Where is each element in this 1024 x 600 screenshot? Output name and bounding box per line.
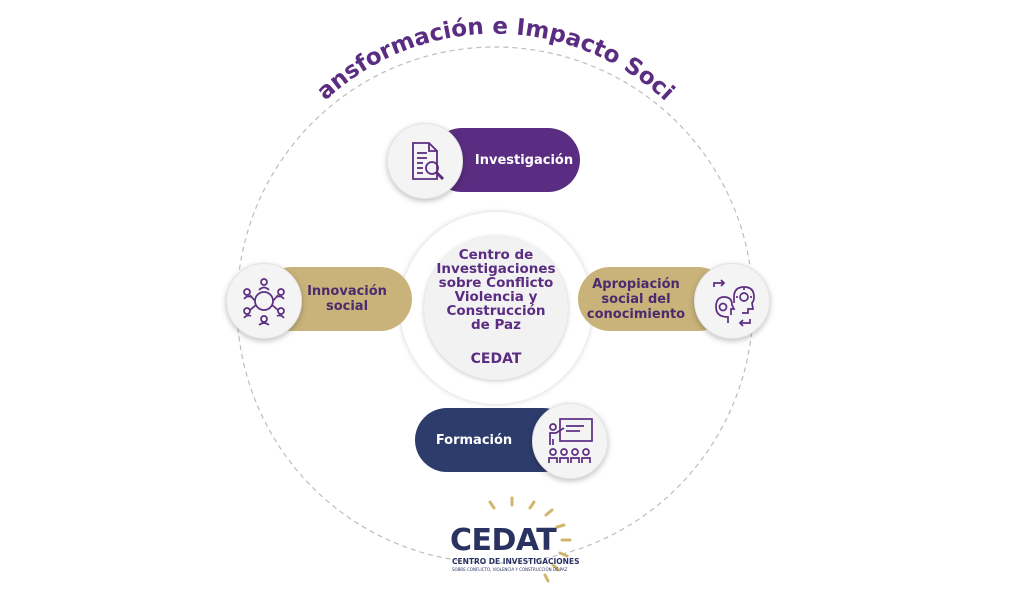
center-acronym: CEDAT: [470, 351, 522, 367]
document-search-icon: [387, 123, 463, 199]
network-people-icon: [226, 263, 302, 339]
center-circle: [424, 236, 568, 380]
node-apropiacion-label: Apropiación social del conocimiento: [586, 276, 686, 322]
center-name: Centro de Investigaciones sobre Conflict…: [436, 247, 556, 333]
logo-subtitle: CENTRO DE INVESTIGACIONES: [452, 557, 580, 566]
logo-wordmark: CEDAT: [450, 523, 557, 558]
logo-tagline: SOBRE CONFLICTO, VIOLENCIA Y CONSTRUCCIÓ…: [452, 567, 568, 572]
node-investigacion-label: Investigación: [474, 152, 574, 168]
presentation-audience-icon: [532, 403, 608, 479]
node-formacion-label: Formación: [435, 432, 513, 448]
heads-idea-icon: [694, 263, 770, 339]
node-innovacion-label: Innovación social: [307, 284, 387, 314]
